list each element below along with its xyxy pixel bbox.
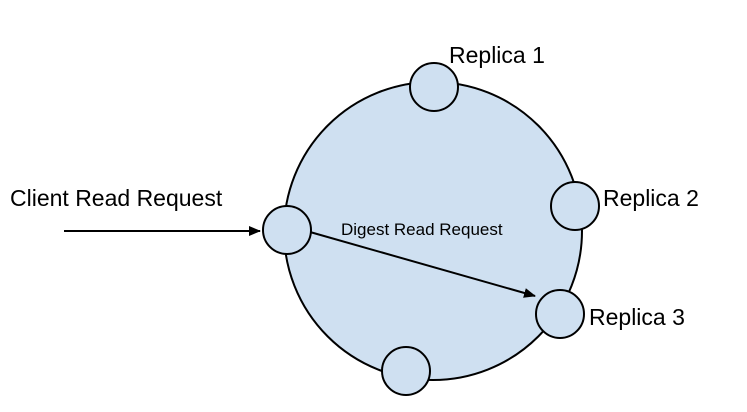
replica-1-node: [409, 62, 459, 112]
replica-2-label: Replica 2: [603, 185, 699, 211]
replica-2-node: [550, 181, 600, 231]
digest-request-label: Digest Read Request: [341, 220, 503, 239]
replica-3-label: Replica 3: [589, 304, 685, 330]
replica-3-node: [535, 289, 585, 339]
client-request-label: Client Read Request: [10, 185, 223, 211]
bottom-node: [381, 346, 431, 396]
replica-1-label: Replica 1: [449, 42, 545, 68]
coordinator-node: [262, 205, 312, 255]
digest-request-arrow: [309, 231, 536, 298]
